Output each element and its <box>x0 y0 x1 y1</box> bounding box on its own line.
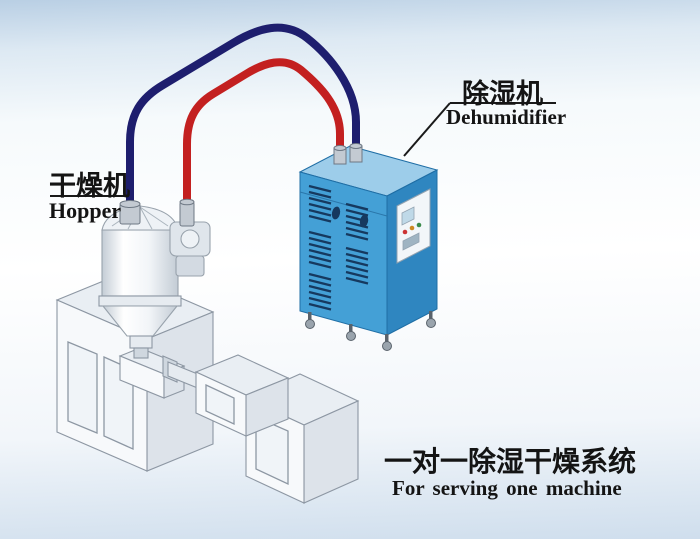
gearbox-door <box>205 383 235 426</box>
cabinet-front-face <box>299 171 388 336</box>
system-caption-en: For serving one machine <box>392 476 622 500</box>
hopper-outlet <box>133 347 149 359</box>
panel-display <box>401 206 415 226</box>
dehumidifier-leader-line <box>403 102 451 157</box>
blower-fitting <box>179 201 195 227</box>
panel-indicator-amber <box>409 225 415 231</box>
hopper-label-cn: 干燥机 <box>49 171 130 201</box>
dry-air-hose-navy <box>126 23 360 224</box>
hopper-label-en: Hopper <box>49 198 122 223</box>
panel-indicator-red <box>402 229 408 235</box>
blower-fitting-top <box>179 198 195 206</box>
cabinet-door <box>67 341 98 434</box>
dehumidifier-fitting-right-top <box>349 143 363 149</box>
control-panel <box>396 188 431 264</box>
door-handle <box>359 214 369 228</box>
hose-fittings <box>119 143 363 227</box>
door-handle <box>331 206 341 220</box>
return-air-hose-red <box>183 58 344 206</box>
panel-indicator-green <box>416 222 422 228</box>
leader-lines <box>50 102 556 197</box>
blower-motor <box>175 255 205 277</box>
air-hoses <box>126 23 360 224</box>
extruder-machine <box>55 272 360 504</box>
blower-fan <box>180 229 200 249</box>
dehumidifier-label-cn: 除湿机 <box>462 79 543 109</box>
cabinet-seam <box>299 191 388 217</box>
hopper-body <box>101 229 179 297</box>
base-door <box>255 416 289 486</box>
panel-keys <box>402 232 420 251</box>
dehumidifier-label-en: Dehumidifier <box>446 105 567 129</box>
hopper-flange-ring <box>98 295 182 307</box>
hopper-lid-fitting-top <box>119 200 141 208</box>
hopper-cone <box>101 305 179 337</box>
casters <box>305 311 436 351</box>
system-caption-cn: 一对一除湿干燥系统 <box>384 446 637 477</box>
dehumidifier-cabinet <box>298 145 439 351</box>
hopper-neck <box>129 335 153 349</box>
dehumidifier-fitting-left-top <box>333 145 347 151</box>
